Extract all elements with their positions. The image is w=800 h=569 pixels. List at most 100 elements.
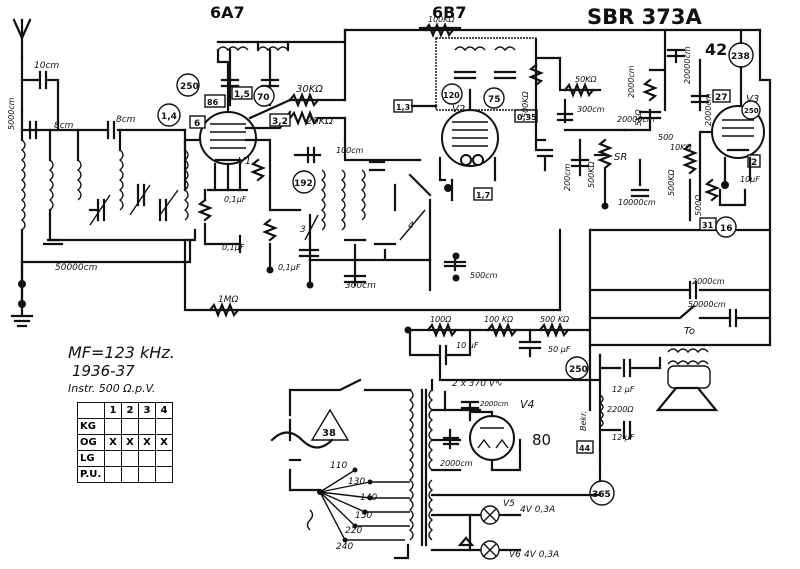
svg-text:31: 31 [702,221,714,230]
label-200cm: 200cm [563,163,572,191]
volume-pot[interactable] [593,138,613,170]
label-500cm: 500cm [470,271,498,280]
pilot-lamp-v5 [480,505,500,525]
table-cell: X [138,434,156,451]
voltage-75: 75 [483,87,505,109]
svg-text:2: 2 [751,158,757,168]
voltage-365: 365 [589,480,615,506]
resistor-50k [563,82,595,98]
tap-220: 220 [345,526,362,536]
row-label-kg: KG [77,418,105,435]
resistor-500k [528,63,544,87]
resistor-5k [642,78,658,102]
svg-text:250: 250 [744,107,759,115]
table-cell [104,450,122,467]
table-cell [155,450,173,467]
tube-v2-label: V2 [452,104,465,115]
label-5k: 5KΩ [634,109,643,126]
label-100k-top: 100KΩ [428,15,456,24]
mains-plug-icon [270,431,334,462]
coupling-cap-8cm [28,120,116,140]
tube-v4-rectifier[interactable] [469,415,515,461]
svg-text:1,3: 1,3 [396,103,410,112]
row-label-pu: P.U. [77,466,105,483]
svg-text:38: 38 [322,428,336,439]
label-500k-c: 500 KΩ [540,315,570,324]
resistor-30k [288,92,320,108]
tube-80-label: 80 [532,431,551,449]
label-10000cm: 10000cm [618,198,656,207]
label-0-1uf-a: 0,1μF [224,195,247,204]
tap-140: 140 [360,493,377,503]
resistor-1m [208,302,240,318]
label-30k: 30KΩ [296,84,323,95]
antenna-symbol [12,18,32,60]
switch-table: 1 2 3 4 KG OG X X X X LG P.U. [77,402,173,483]
resistor-100k [486,322,518,338]
model-years: 1936-37 [72,362,135,380]
svg-text:365: 365 [592,490,611,500]
table-cell: X [121,434,139,451]
voltage-1-5: 1,5 [231,86,253,100]
label-v6-rating: 4V 0,3A [524,550,559,560]
svg-text:70: 70 [257,93,270,103]
svg-text:192: 192 [294,179,313,189]
svg-text:250: 250 [569,365,588,375]
svg-text:250: 250 [180,82,199,92]
label-bekr: Bekr. [579,411,588,431]
field-coil [598,394,604,428]
svg-text:3,2: 3,2 [272,117,288,127]
label-0-1uf-c: 0,1μF [278,263,301,272]
row-label-lg: LG [77,450,105,467]
voltage-192: 192 [292,170,316,194]
osc-caps [220,78,280,88]
osc-coil-top [217,46,289,52]
table-row: LG [77,450,173,467]
svg-text:1,7: 1,7 [476,191,490,200]
label-300cm-osc: 300cm [345,281,376,291]
table-cell [138,450,156,467]
ground-symbol [10,306,34,328]
label-100k: 100 KΩ [484,315,514,324]
voltage-3-2: 3,2 [269,113,291,127]
label-10uf: 10 μF [456,341,479,350]
table-cell [121,466,139,483]
instrument-note: Instr. 500 Ω.p.V. [68,382,155,395]
warning-triangle-38: 38 [310,408,350,441]
tube-label-6a7: 6A7 [210,3,245,22]
table-col-3: 3 [138,402,156,419]
tube-label-42: 42 [705,40,727,59]
label-300cm-det: 300cm [577,105,605,114]
svg-text:27: 27 [715,93,728,103]
svg-text:86: 86 [207,98,219,107]
label-num-3: 3 [300,225,306,235]
table-row: KG [77,418,173,435]
resistor-500-ohm [704,178,720,202]
label-10uf-r: 10μF [740,175,760,184]
voltage-selector[interactable] [319,467,373,543]
voltage-120: 120 [441,83,463,105]
voltage-86: 86 [204,94,226,108]
svg-text:238: 238 [731,52,750,62]
table-col-4: 4 [155,402,173,419]
label-20000cm-r: 20000cm [683,46,692,84]
table-row: P.U. [77,466,173,483]
label-12uf-a: 12 μF [612,385,635,394]
voltage-70: 70 [253,85,275,107]
table-col-1: 1 [104,402,122,419]
pilot-lamp-v6 [480,540,500,560]
tube-v2[interactable] [441,109,499,167]
mf-frequency: MF=123 kHz. [68,343,175,362]
voltage-16: 16 [715,216,737,238]
voltage-1-7: 1,7 [473,187,493,201]
rf-coils-left [48,149,189,221]
table-cell: X [104,434,122,451]
trimmer-caps [88,183,179,226]
label-12uf-b: 12 μF [612,433,635,442]
table-cell [138,418,156,435]
label-8cm-a: 8cm [54,121,74,131]
resistor-100-ohm [426,322,458,338]
speaker-icon [655,348,719,412]
label-500k: 500KΩ [521,90,530,118]
